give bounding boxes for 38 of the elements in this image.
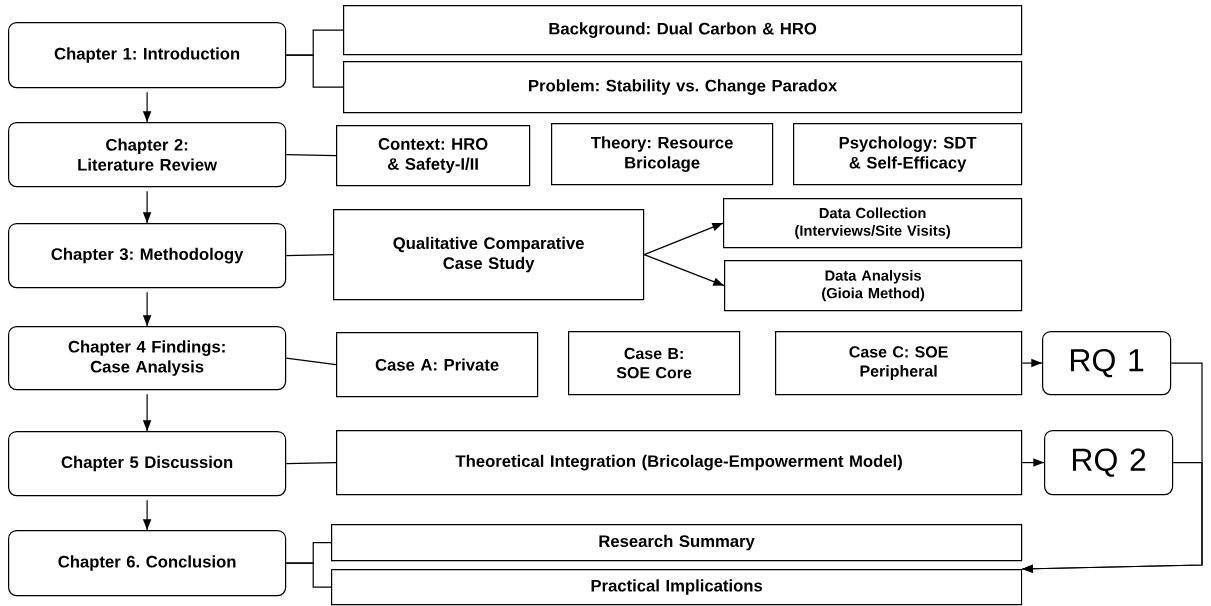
topic-box: Case B: SOE Core: [568, 331, 741, 396]
topic-box: Qualitative Comparative Case Study: [333, 209, 645, 301]
connector-line: [285, 562, 332, 588]
topic-box: Theoretical Integration (Bricolage-Empowerment Model): [336, 430, 1023, 496]
topic-box: Case A: Private: [336, 332, 539, 398]
arrow: [142, 499, 152, 531]
arrow: [643, 222, 724, 256]
connector-line: [285, 254, 334, 257]
topic-box: Problem: Stability vs. Change Paradox: [343, 61, 1023, 114]
arrow: [643, 254, 725, 287]
topic-box: Background: Dual Carbon & HRO: [343, 5, 1023, 56]
arrow: [142, 190, 152, 224]
chapter-box: Chapter 4 Findings: Case Analysis: [8, 326, 287, 391]
chapter-box: Chapter 1: Introduction: [8, 22, 287, 89]
arrow: [142, 291, 152, 327]
arrow: [142, 91, 152, 123]
research-question-box: RQ 2: [1044, 430, 1174, 496]
topic-box: Context: HRO & Safety-I/II: [336, 125, 531, 187]
connector-line: [285, 462, 337, 465]
chapter-box: Chapter 6. Conclusion: [8, 530, 287, 597]
chapter-box: Chapter 3: Methodology: [8, 223, 287, 289]
connector-line: [285, 357, 337, 366]
chapter-box: Chapter 5 Discussion: [8, 431, 287, 497]
topic-box: Theory: Resource Bricolage: [551, 123, 774, 186]
topic-box: Research Summary: [331, 524, 1023, 562]
connector-line: [285, 154, 337, 157]
topic-box: Psychology: SDT & Self-Efficacy: [793, 123, 1023, 186]
arrow: [1021, 462, 1203, 573]
topic-box: Case C: SOE Peripheral: [775, 331, 1023, 396]
arrow: [142, 393, 152, 432]
chapter-box: Chapter 2: Literature Review: [8, 122, 287, 188]
arrow: [1021, 458, 1045, 467]
connector-line: [285, 54, 344, 88]
arrow: [1021, 358, 1043, 368]
topic-box: Data Analysis (Gioia Method): [724, 260, 1023, 312]
topic-box: Data Collection (Interviews/Site Visits): [723, 198, 1023, 249]
research-question-box: RQ 1: [1042, 331, 1172, 396]
topic-box: Practical Implications: [331, 569, 1023, 606]
